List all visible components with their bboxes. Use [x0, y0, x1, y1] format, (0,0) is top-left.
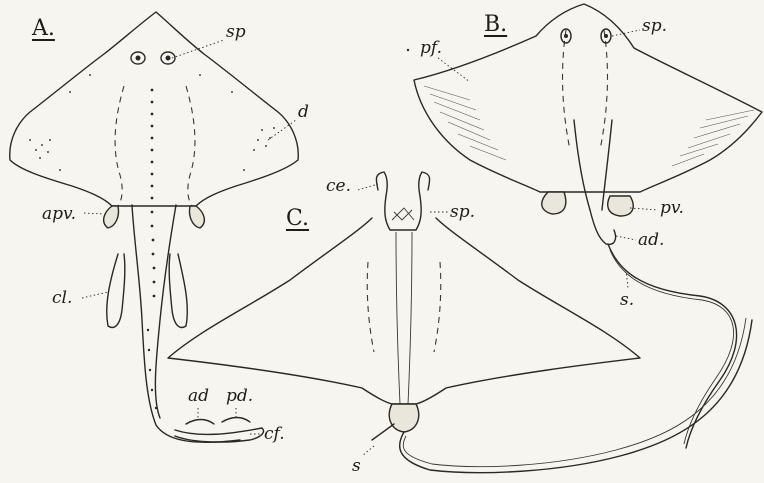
c-head: [385, 196, 421, 230]
a-pelvic-fin-right: [189, 206, 204, 228]
a-clasper-left: [107, 254, 125, 327]
panel-label-c: C.: [286, 208, 309, 230]
c-head-cross: [392, 208, 414, 220]
c-leader-s: [362, 446, 374, 456]
label-b-s: s.: [620, 292, 634, 309]
b-disc-outline: [414, 4, 762, 192]
b-fin-hatching: [424, 86, 754, 166]
b-leader-pv: [630, 208, 658, 210]
a-dorsal-fin-1: [186, 420, 214, 425]
label-a-pd: pd.: [226, 388, 253, 405]
a-pupil-right: [166, 56, 171, 61]
c-disc-outline: [168, 218, 640, 404]
label-b-sp: sp.: [642, 18, 667, 35]
label-a-sp: sp: [226, 24, 246, 41]
c-cephalic-fin-left: [376, 172, 387, 196]
label-a-d: d: [298, 104, 309, 121]
b-clasper: [590, 210, 616, 244]
c-cephalic-fin-right: [419, 172, 430, 196]
c-leader-ce: [358, 184, 378, 190]
c-pelvic-fins: [389, 404, 418, 432]
b-leader-sp: [612, 30, 640, 36]
stray-dot: [407, 49, 409, 51]
panel-label-a: A.: [32, 18, 55, 40]
label-b-ad: ad.: [638, 232, 664, 249]
label-b-pf: pf.: [420, 40, 442, 57]
a-disc-outline: [10, 12, 299, 206]
b-tail-whip-inner: [610, 250, 734, 444]
a-clasper-right: [169, 254, 187, 327]
c-spine: [372, 424, 394, 440]
b-body-dashed: [563, 30, 608, 150]
a-leader-cl: [82, 292, 108, 298]
c-body-center: [396, 232, 412, 404]
label-a-cf: cf.: [264, 426, 285, 443]
label-c-sp: sp.: [450, 204, 475, 221]
c-tail-inner: [403, 318, 746, 467]
a-pupil-left: [136, 56, 141, 61]
b-pelvic-fin-right: [608, 196, 633, 216]
c-tail: [400, 320, 752, 473]
b-pupil-left: [564, 34, 568, 38]
a-dorsal-fin-2: [222, 418, 250, 423]
label-a-cl: cl.: [52, 290, 72, 307]
c-body-dashed-right: [434, 262, 441, 352]
b-pupil-right: [604, 34, 608, 38]
a-pelvic-fin-left: [104, 206, 119, 228]
a-body-dashed: [115, 86, 195, 206]
b-leader-ad: [616, 236, 636, 240]
b-leader-pf: [438, 58, 470, 82]
label-c-ce: ce.: [326, 178, 351, 195]
panel-label-b: B.: [484, 14, 507, 36]
label-b-pv: pv.: [660, 200, 684, 217]
label-c-s: s: [352, 458, 361, 475]
label-a-apv: apv.: [42, 206, 76, 223]
b-tail-whip: [608, 244, 737, 448]
figure-a-skate: [10, 12, 299, 442]
figure-b-eagle-ray: [414, 4, 762, 448]
c-body-dashed-left: [367, 262, 374, 352]
a-caudal-fin: [175, 428, 264, 442]
label-a-ad: ad: [188, 388, 209, 405]
a-leader-apv: [84, 213, 104, 214]
a-disc-stipple: [29, 74, 275, 171]
b-pelvic-fin-left: [542, 192, 566, 214]
b-body: [574, 120, 612, 210]
